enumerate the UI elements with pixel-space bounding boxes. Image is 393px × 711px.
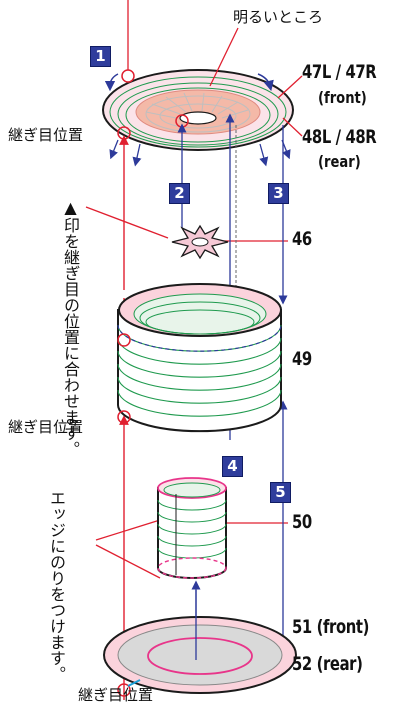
- step-badge-1: 1: [90, 46, 111, 67]
- base-plate-part: [103, 590, 297, 697]
- seam-position-middle-label: 継ぎ目位置: [8, 418, 84, 436]
- part-number-46: 46: [292, 228, 312, 250]
- seam-position-top-label: 継ぎ目位置: [8, 126, 84, 144]
- step-badge-4: 4: [222, 456, 243, 477]
- inner-cylinder-part: [157, 477, 227, 579]
- part-number-52: 52 (rear): [292, 653, 363, 675]
- mark-alignment-note: ▲印を継ぎ目の位置に合わせます。: [61, 198, 80, 457]
- part-47-front-label: (front): [318, 88, 367, 107]
- part-48-rear-label: (rear): [318, 152, 361, 171]
- part-number-49: 49: [292, 348, 312, 370]
- step-badge-5: 5: [270, 482, 291, 503]
- top-cap-part: [102, 69, 294, 167]
- step-badge-2: 2: [169, 183, 190, 204]
- seam-position-bottom-label: 継ぎ目位置: [78, 686, 154, 704]
- part-number-48: 48L / 48R: [302, 126, 377, 148]
- part-number-51: 51 (front): [292, 616, 370, 638]
- part-number-47: 47L / 47R: [302, 61, 377, 83]
- glue-edge-note: エッジにのりをつけます。: [47, 490, 66, 682]
- drum-body-part: [117, 283, 282, 433]
- bright-side-label: 明るいところ: [233, 8, 324, 26]
- star-part: [171, 224, 229, 260]
- step-badge-3: 3: [268, 183, 289, 204]
- part-number-50: 50: [292, 511, 312, 533]
